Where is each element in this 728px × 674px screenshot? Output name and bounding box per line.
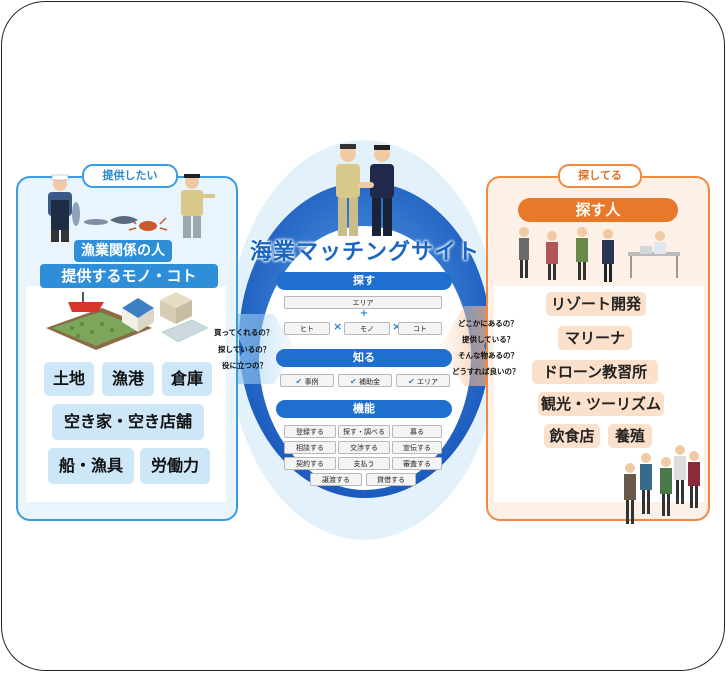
seeker-item-drone-school: ドローン教習所 <box>532 360 658 384</box>
provider-tab-label: 提供したい <box>82 164 178 188</box>
times-icon: × <box>333 320 343 333</box>
question-right-3: そんな物あるの？ <box>458 351 518 360</box>
left-arrow <box>226 314 296 384</box>
seeker-item-restaurant: 飲食店 <box>544 424 600 448</box>
seeker-item-aquaculture: 養殖 <box>608 424 652 448</box>
right-arrow <box>440 306 500 386</box>
provider-item-vacant-house-shop: 空き家・空き店舗 <box>52 404 204 440</box>
seeker-item-tourism: 観光・ツーリズム <box>538 392 664 416</box>
check-icon: ✔ <box>350 377 357 386</box>
question-left-2: 探しているの？ <box>218 345 271 354</box>
provider-subheading: 提供するモノ・コト <box>40 264 218 288</box>
know-section-heading: 知る <box>276 349 452 367</box>
search-area-box: エリア <box>284 296 442 309</box>
search-things-box: モノ <box>344 322 390 335</box>
search-experiences-box: コト <box>398 322 442 335</box>
func-negotiate: 交渉する <box>338 441 390 454</box>
seeker-item-marina: マリーナ <box>558 326 632 350</box>
check-icon: ✔ <box>295 377 303 386</box>
harbor-scene-illustration <box>46 292 209 350</box>
provider-item-land: 土地 <box>44 362 94 396</box>
provider-heading: 漁業関係の人 <box>74 240 172 262</box>
seeker-heading: 探す人 <box>518 198 678 222</box>
times-icon: × <box>392 320 402 333</box>
provider-item-labor: 労働力 <box>140 448 210 484</box>
func-recruit: 募る <box>392 425 442 438</box>
func-pay: 支払う <box>338 457 390 470</box>
func-register: 登録する <box>284 425 336 438</box>
seeker-tab-label: 探してる <box>558 164 642 188</box>
handshake-illustration <box>336 144 394 236</box>
question-right-2: 提供している？ <box>462 335 515 344</box>
provider-item-fishing-port: 漁港 <box>102 362 154 396</box>
func-lease: 貸借する <box>366 473 416 486</box>
question-right-4: どうすれば良いの？ <box>452 367 520 376</box>
site-title: 海業マッチングサイト <box>249 240 480 265</box>
seeker-item-resort-development: リゾート開発 <box>546 292 646 316</box>
fishermen-illustration <box>48 174 215 242</box>
know-cases-label: 事例 <box>304 378 319 386</box>
provider-item-boat-gear: 船・漁具 <box>48 448 134 484</box>
check-icon: ✔ <box>408 377 415 386</box>
question-right-1: どこかにあるの？ <box>458 319 518 328</box>
provider-item-warehouse: 倉庫 <box>162 362 212 396</box>
question-left-1: 買ってくれるの？ <box>214 328 274 337</box>
seekers-illustration <box>519 227 680 282</box>
crowd-illustration <box>624 445 700 524</box>
know-subsidy-label: 補助金 <box>358 378 380 386</box>
func-advertise: 宣伝する <box>392 441 442 454</box>
search-section-heading: 探す <box>276 272 452 290</box>
question-left-3: 役に立つの？ <box>222 361 267 370</box>
know-cases-box: ✔ 事例 <box>280 374 334 387</box>
func-consult: 相談する <box>284 441 336 454</box>
func-search: 探す・調べる <box>338 425 390 438</box>
func-contract: 契約する <box>284 457 336 470</box>
function-section-heading: 機能 <box>276 400 452 418</box>
know-area-label: エリア <box>416 378 438 386</box>
know-subsidy-box: ✔ 補助金 <box>338 374 392 387</box>
func-review: 審査する <box>392 457 442 470</box>
func-transfer: 譲渡する <box>310 473 362 486</box>
know-area-box: ✔ エリア <box>396 374 450 387</box>
search-people-box: ヒト <box>284 322 330 335</box>
plus-icon: + <box>359 308 369 319</box>
